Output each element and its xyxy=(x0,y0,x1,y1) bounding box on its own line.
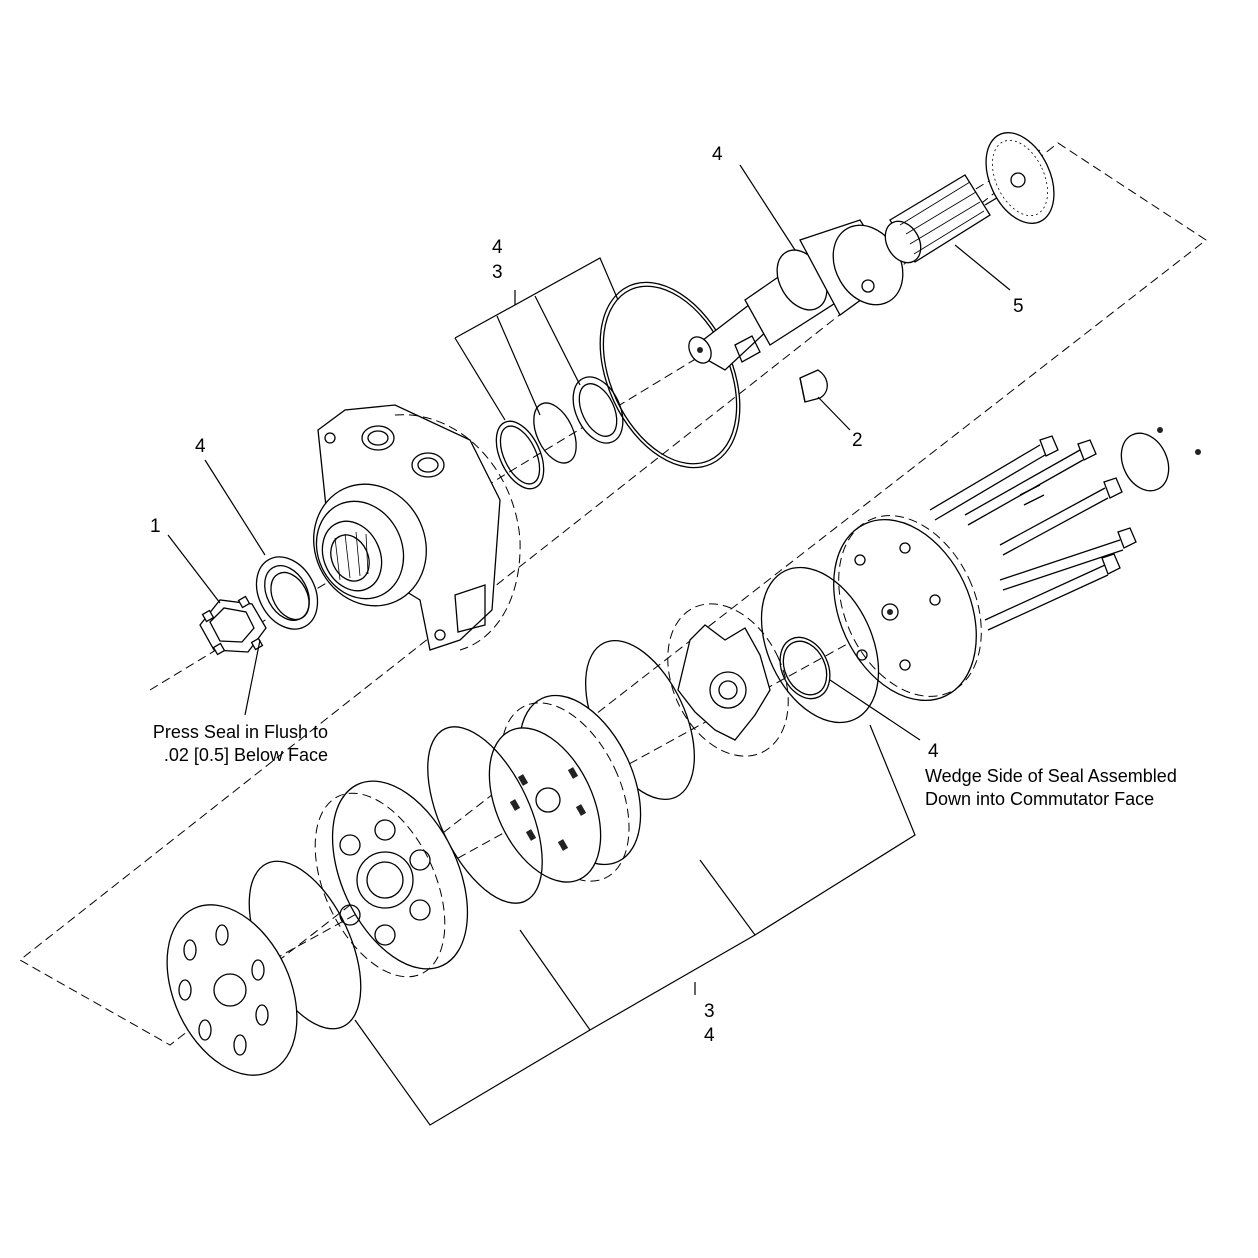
note-press-seal-line1: Press Seal in Flush to xyxy=(153,722,328,742)
callout-3-bottom: 3 xyxy=(704,1001,715,1022)
callout-4-shaft: 4 xyxy=(712,144,723,165)
output-shaft xyxy=(688,219,904,371)
assembly-boundary xyxy=(19,142,1207,1046)
note-press-seal-line2: .02 [0.5] Below Face xyxy=(164,745,328,765)
shaft-seal xyxy=(255,556,319,630)
gerotor xyxy=(314,780,469,978)
callout-5: 5 xyxy=(1013,296,1024,317)
valve-plate xyxy=(488,694,642,883)
drive-spline xyxy=(884,174,1011,264)
woodruff-key xyxy=(799,369,828,403)
callout-4-commutator: 4 xyxy=(928,741,939,762)
note-wedge-line1: Wedge Side of Seal Assembled xyxy=(925,766,1177,786)
motor-housing xyxy=(313,404,521,651)
leader-lines xyxy=(167,164,1011,1126)
commutator xyxy=(667,603,789,757)
callout-4-seal: 4 xyxy=(195,436,206,457)
commutator-seal xyxy=(760,566,880,724)
callout-2: 2 xyxy=(852,430,863,451)
callout-1: 1 xyxy=(150,516,161,537)
callout-3-rings: 3 xyxy=(492,262,503,283)
callout-4-bottom: 4 xyxy=(704,1025,715,1046)
end-cover xyxy=(833,515,982,702)
note-wedge-line2: Down into Commutator Face xyxy=(925,789,1154,809)
upper-seal-rings xyxy=(495,376,624,490)
nameplate xyxy=(1120,427,1201,492)
callout-4-rings: 4 xyxy=(492,237,503,258)
castle-nut xyxy=(199,595,267,656)
thrust-washer xyxy=(985,132,1055,224)
assembly-bolts xyxy=(929,435,1137,631)
wear-plate xyxy=(166,904,298,1076)
